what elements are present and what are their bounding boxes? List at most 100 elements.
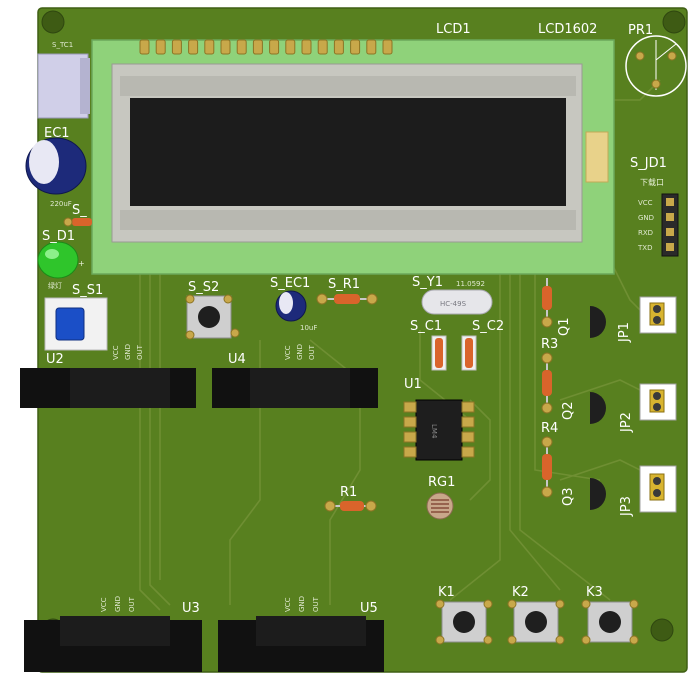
k3-pad [581, 599, 591, 609]
u2-out: OUT [136, 344, 144, 360]
s-c1-body [435, 338, 443, 368]
lcd-header-pin [317, 39, 328, 55]
resistor-small-left: S_ [63, 203, 92, 227]
resistor-small-body [72, 218, 92, 226]
lcd1602-label: LCD1602 [538, 22, 597, 37]
pr1-label: PR1 [628, 23, 653, 38]
jp1-label: JP1 [617, 322, 632, 343]
s-r1-label: S_R1 [328, 277, 360, 292]
s-jd1-pin [666, 213, 674, 221]
ec1-stripe [29, 140, 59, 184]
lcd-header-pin [382, 39, 393, 55]
capacitor-s-ec1: S_EC1 10uF [270, 276, 317, 332]
resistor-r3: R3 [541, 337, 558, 414]
switch-s-s1: S_S1 [44, 283, 108, 351]
s-y1-label: S_Y1 [412, 275, 443, 290]
u4-out: OUT [308, 344, 316, 360]
pin-rxd-label: RXD [638, 229, 653, 237]
s-s2-button [198, 306, 220, 328]
mounting-hole-top-left [41, 10, 65, 34]
jp3-screw [653, 489, 661, 497]
transistor-q2: Q2 [561, 392, 606, 424]
button-k3: K3 [581, 585, 639, 645]
lcd-header-pin [366, 39, 377, 55]
u3-label: U3 [182, 601, 200, 616]
capacitor-s-c1: S_C1 [410, 319, 447, 371]
s-jd1-pin [666, 228, 674, 236]
r1-pad [324, 500, 336, 512]
transistor-q1: Q1 [557, 306, 606, 338]
q2-body [590, 392, 606, 424]
r4-pad [541, 486, 553, 498]
pin-txd-label: TXD [637, 244, 652, 252]
k1-label: K1 [438, 585, 455, 600]
s-jd1-sub: 下载口 [640, 177, 664, 187]
s-jd1-pin [666, 243, 674, 251]
jp2-label: JP2 [619, 412, 634, 433]
u5-vcc: VCC [284, 597, 292, 612]
module-u4: U4 VCC GND OUT [212, 344, 378, 408]
lcd-header-pin [285, 39, 296, 55]
s-c2-label: S_C2 [472, 319, 504, 334]
s-d1-sub: 绿灯 [48, 281, 62, 290]
potentiometer-pr1: PR1 [625, 23, 687, 97]
resistor-r4: R4 [541, 421, 558, 498]
header-s-jd1: S_JD1 下载口 VCC GND RXD TXD [630, 156, 679, 257]
mounting-hole-top-right [662, 10, 686, 34]
s-s2-pad [223, 294, 233, 304]
r4-body [542, 454, 552, 480]
k3-pad [581, 635, 591, 645]
jp1-screw [653, 316, 661, 324]
k1-pad [435, 599, 445, 609]
k3-label: K3 [586, 585, 603, 600]
crystal-s-y1: HC-49S S_Y1 11.0592 [412, 275, 493, 315]
k3-pad [629, 599, 639, 609]
r4-label: R4 [541, 421, 558, 436]
k1-pad [435, 635, 445, 645]
rg1-pattern [431, 499, 449, 513]
s-jd1-label: S_JD1 [630, 156, 667, 171]
switch-s-s2: S_S2 [185, 280, 240, 340]
led-plus: + [78, 259, 85, 268]
r3-body [542, 370, 552, 396]
s-jd1-body [661, 193, 679, 257]
resistor-r1: R1 [324, 485, 377, 512]
pin-gnd-label: GND [638, 214, 654, 222]
module-u5: U5 VCC GND OUT [218, 596, 384, 672]
lcd-screen [130, 98, 566, 206]
lcd1-label: LCD1 [436, 22, 471, 37]
s-ec1-label: S_EC1 [270, 276, 310, 291]
r3-pad [541, 402, 553, 414]
s-y1-small: 11.0592 [456, 280, 485, 288]
r2-pad [541, 316, 553, 328]
jp3-label: JP3 [619, 496, 634, 517]
s-s2-pad [230, 328, 240, 338]
s-y1-body [421, 289, 493, 315]
module-u2: U2 VCC GND OUT [20, 344, 196, 408]
capacitor-ec1: EC1 220uF [25, 126, 87, 208]
r3-pad [541, 352, 553, 364]
q1-label: Q1 [557, 317, 572, 336]
lcd-header-pin [188, 39, 199, 55]
s-c2-body [465, 338, 473, 368]
capacitor-s-c2: S_C2 [461, 319, 504, 371]
s-s1-button [55, 307, 85, 341]
button-k1: K1 [435, 585, 493, 645]
r2-body [542, 286, 552, 310]
pr1-pad [651, 79, 661, 89]
lcd-header-pin [236, 39, 247, 55]
lcd-backlight-tab [585, 131, 609, 183]
s-r1-pad [366, 293, 378, 305]
lcd-header-pin [350, 39, 361, 55]
s-s2-label: S_S2 [188, 280, 219, 295]
u4-gnd: GND [296, 344, 304, 360]
ec1-value: 220uF [50, 200, 72, 208]
s-r1-pad [316, 293, 328, 305]
terminal-jp1: JP1 [617, 296, 677, 343]
u3-out: OUT [128, 596, 136, 612]
pr1-outline [625, 35, 687, 97]
u4-center [250, 368, 350, 408]
lcd-header-pin [301, 39, 312, 55]
u4-label: U4 [228, 352, 246, 367]
q3-label: Q3 [561, 487, 576, 506]
